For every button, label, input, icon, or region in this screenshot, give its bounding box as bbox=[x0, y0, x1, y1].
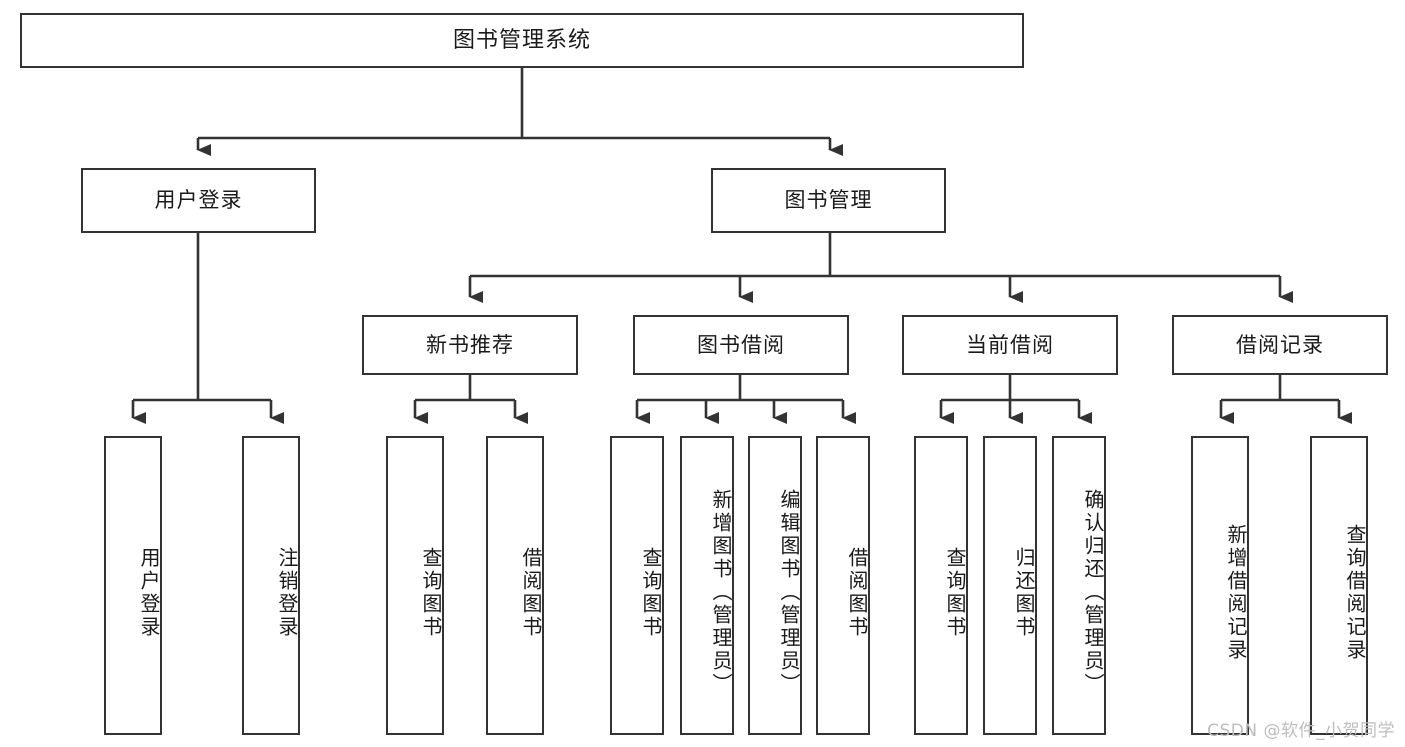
node-book-borrow[interactable]: 图书借阅 bbox=[633, 315, 849, 375]
node-label: 查询图书 bbox=[419, 546, 443, 639]
node-leaf-query-book-current[interactable]: 查询图书 bbox=[914, 436, 968, 735]
node-user-login-module[interactable]: 用户登录 bbox=[81, 168, 316, 233]
node-leaf-return-book[interactable]: 归还图书 bbox=[983, 436, 1037, 735]
node-label: 新增借阅记录 bbox=[1224, 523, 1248, 662]
node-label: 注销登录 bbox=[275, 546, 299, 639]
node-leaf-confirm-return-admin[interactable]: 确认归还（管理员） bbox=[1052, 436, 1106, 735]
node-root-system[interactable]: 图书管理系统 bbox=[20, 13, 1024, 68]
node-label: 当前借阅 bbox=[966, 332, 1054, 357]
node-book-management-module[interactable]: 图书管理 bbox=[711, 168, 946, 233]
node-leaf-query-book-borrow[interactable]: 查询图书 bbox=[610, 436, 664, 735]
node-leaf-add-borrow-record[interactable]: 新增借阅记录 bbox=[1191, 436, 1249, 735]
node-label: 查询图书 bbox=[943, 546, 967, 639]
node-label: 借阅图书 bbox=[519, 546, 543, 639]
node-label: 用户登录 bbox=[137, 546, 161, 639]
node-label: 查询图书 bbox=[639, 546, 663, 639]
node-leaf-query-book-recommend[interactable]: 查询图书 bbox=[386, 436, 444, 735]
node-label: 归还图书 bbox=[1012, 546, 1036, 639]
node-borrow-records[interactable]: 借阅记录 bbox=[1172, 315, 1388, 375]
node-label: 新书推荐 bbox=[426, 332, 514, 357]
node-label: 图书管理系统 bbox=[452, 27, 591, 53]
node-leaf-user-login[interactable]: 用户登录 bbox=[104, 436, 162, 735]
node-label: 新增图书（管理员） bbox=[709, 489, 733, 696]
node-leaf-query-borrow-record[interactable]: 查询借阅记录 bbox=[1310, 436, 1368, 735]
node-label: 借阅图书 bbox=[845, 546, 869, 639]
node-label: 用户登录 bbox=[154, 188, 243, 213]
node-label: 借阅记录 bbox=[1236, 332, 1324, 357]
node-label: 图书管理 bbox=[784, 188, 873, 213]
node-current-borrow[interactable]: 当前借阅 bbox=[902, 315, 1118, 375]
node-leaf-borrow-book-recommend[interactable]: 借阅图书 bbox=[486, 436, 544, 735]
node-leaf-add-book-admin[interactable]: 新增图书（管理员） bbox=[680, 436, 734, 735]
watermark-text: CSDN @软件_小贺同学 bbox=[1207, 721, 1395, 741]
node-leaf-edit-book-admin[interactable]: 编辑图书（管理员） bbox=[748, 436, 802, 735]
node-leaf-logout[interactable]: 注销登录 bbox=[242, 436, 300, 735]
node-label: 确认归还（管理员） bbox=[1081, 489, 1105, 696]
node-label: 查询借阅记录 bbox=[1343, 523, 1367, 662]
node-label: 图书借阅 bbox=[697, 332, 785, 357]
node-leaf-borrow-book[interactable]: 借阅图书 bbox=[816, 436, 870, 735]
node-label: 编辑图书（管理员） bbox=[777, 489, 801, 696]
node-new-book-recommend[interactable]: 新书推荐 bbox=[362, 315, 578, 375]
